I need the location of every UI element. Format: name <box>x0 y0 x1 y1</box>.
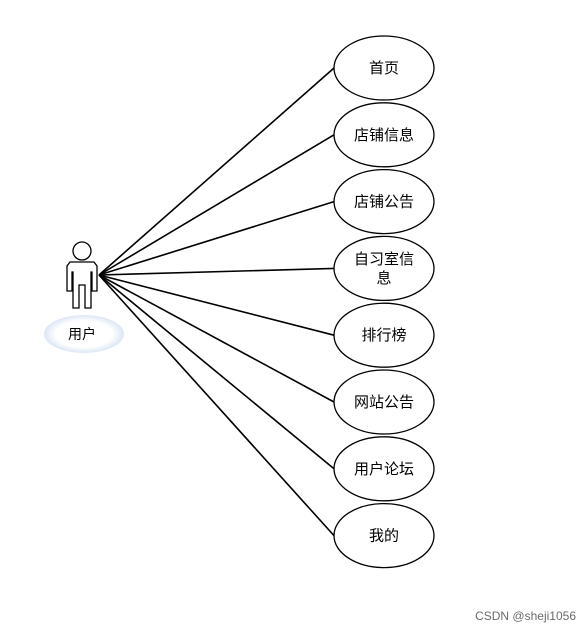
use-case-ellipse <box>333 302 435 368</box>
user-actor-icon <box>66 241 98 309</box>
association-line-ranking <box>98 274 335 336</box>
use-case-mine: 我的 <box>333 502 435 569</box>
use-case-label: 网站公告 <box>354 393 414 411</box>
use-case-ellipse <box>333 502 435 569</box>
association-line-store-info <box>98 134 335 276</box>
use-case-home: 首页 <box>333 35 435 101</box>
association-line-site-notice <box>98 274 335 403</box>
use-case-label: 店铺信息 <box>354 126 414 144</box>
association-lines <box>98 67 335 537</box>
use-case-site-notice: 网站公告 <box>333 369 435 435</box>
use-case-label: 用户论坛 <box>354 460 414 478</box>
actor-label: 用户 <box>68 326 96 343</box>
association-line-user-forum <box>98 274 335 470</box>
association-line-mine <box>98 274 335 537</box>
association-line-study-room-info <box>98 267 335 276</box>
use-case-label: 我的 <box>369 527 399 545</box>
use-case-ellipse <box>333 369 435 435</box>
association-line-store-notice <box>98 200 335 276</box>
use-case-label: 息 <box>376 269 391 287</box>
use-case-store-notice: 店铺公告 <box>333 168 435 235</box>
use-case-ellipse <box>333 102 435 168</box>
use-case-label: 自习室信 <box>354 250 414 268</box>
use-case-ellipse <box>333 235 435 302</box>
actor-user: 用户 <box>44 241 124 353</box>
actor-label-backdrop <box>44 315 124 353</box>
use-case-ellipse <box>333 436 435 502</box>
use-case-label: 店铺公告 <box>354 193 414 211</box>
use-case-ellipse <box>333 35 435 101</box>
watermark: CSDN @sheji1056 <box>475 609 576 623</box>
use-case-ellipse <box>333 168 435 235</box>
use-case-label: 首页 <box>369 59 399 77</box>
association-line-home <box>98 67 335 276</box>
use-case-store-info: 店铺信息 <box>333 102 435 168</box>
use-case-user-forum: 用户论坛 <box>333 436 435 502</box>
use-case-label: 排行榜 <box>361 326 406 344</box>
use-case-ranking: 排行榜 <box>333 302 435 368</box>
